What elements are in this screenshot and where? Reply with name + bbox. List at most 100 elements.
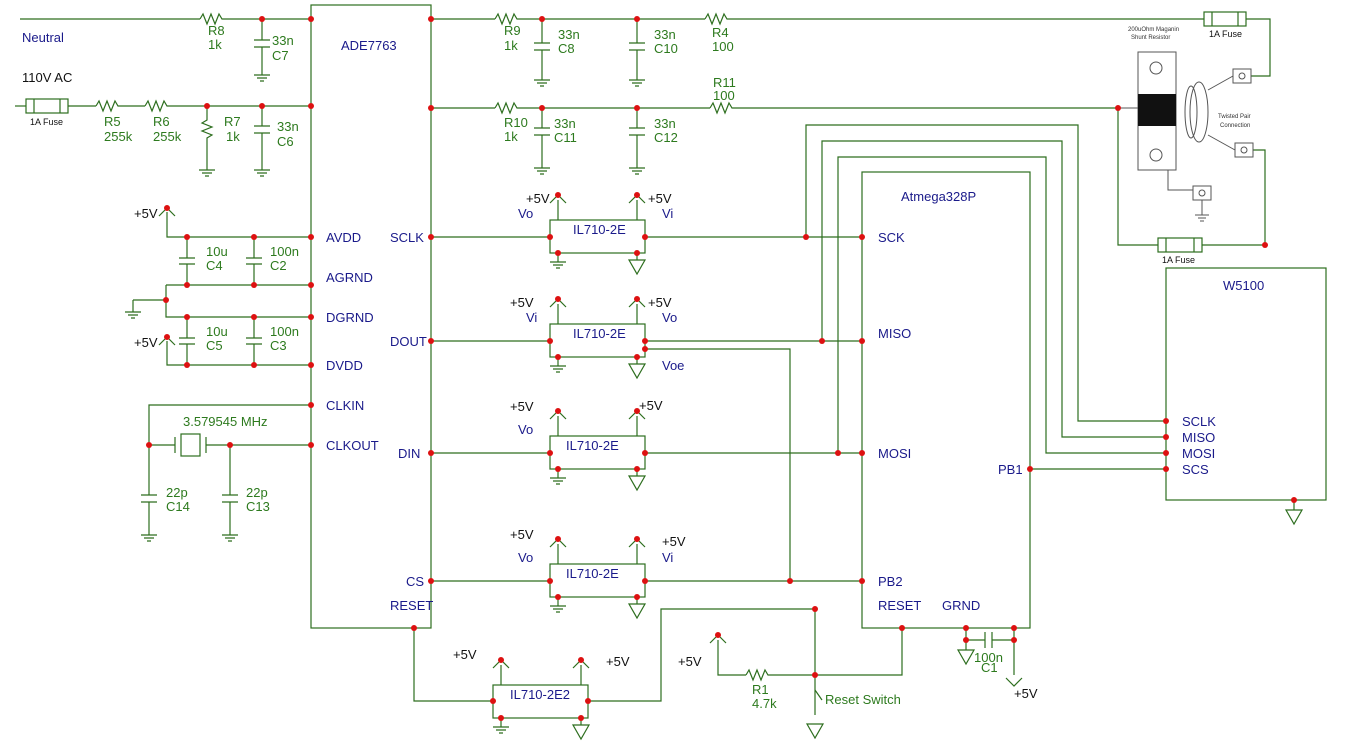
iso4-label: IL710-2E xyxy=(566,566,619,581)
twisted-1: Twisted Pair xyxy=(1218,114,1251,120)
r10-ref: R10 xyxy=(504,115,528,130)
atmega-title: Atmega328P xyxy=(901,189,976,204)
iso3-vo: Vo xyxy=(518,422,533,437)
w5100-scs: SCS xyxy=(1182,462,1209,477)
c1-ref: C1 xyxy=(981,660,998,675)
c1-val: 100n xyxy=(974,650,1003,665)
w5100-body xyxy=(1165,267,1327,501)
r4-ref: R4 xyxy=(712,25,729,40)
c13-ref: C13 xyxy=(246,499,270,514)
iso4-5v-l: +5V xyxy=(510,527,534,542)
r7-ref: R7 xyxy=(224,114,241,129)
iso2-5v-r: +5V xyxy=(648,295,672,310)
c3-val: 100n xyxy=(270,324,299,339)
atmega-mosi: MOSI xyxy=(878,446,911,461)
iso3-5v-r: +5V xyxy=(639,398,663,413)
c11-ref: C11 xyxy=(554,130,577,145)
xtal-label: 3.579545 MHz xyxy=(183,414,268,429)
c8-val: 33n xyxy=(558,27,580,42)
ade-clkout: CLKOUT xyxy=(326,438,379,453)
iso1-label: IL710-2E xyxy=(573,222,626,237)
c4-val: 10u xyxy=(206,244,228,259)
w5100-miso: MISO xyxy=(1182,430,1215,445)
c10-val: 33n xyxy=(654,27,676,42)
r11-val: 100 xyxy=(713,88,735,103)
neutral-label: Neutral xyxy=(22,30,64,45)
r5-val: 255k xyxy=(104,129,133,144)
r4-val: 100 xyxy=(712,39,734,54)
reset-switch-label: Reset Switch xyxy=(825,692,901,707)
ade-clkin: CLKIN xyxy=(326,398,364,413)
iso4-vi: Vi xyxy=(662,550,673,565)
c11-val: 33n xyxy=(554,116,576,131)
c7-ref: C7 xyxy=(272,48,289,63)
ade-dgrnd: DGRND xyxy=(326,310,374,325)
iso4-5v-r: +5V xyxy=(662,534,686,549)
ac-label: 110V AC xyxy=(22,70,72,85)
c12-val: 33n xyxy=(654,116,676,131)
w5100-mosi: MOSI xyxy=(1182,446,1215,461)
iso2-voe: Voe xyxy=(662,358,684,373)
ade-din: DIN xyxy=(398,446,420,461)
c8-ref: C8 xyxy=(558,41,575,56)
r1-val: 4.7k xyxy=(752,696,777,711)
junctions xyxy=(146,16,1297,721)
r1-5v: +5V xyxy=(678,654,702,669)
c14-val: 22p xyxy=(166,485,188,500)
ade-sclk: SCLK xyxy=(390,230,424,245)
r5-ref: R5 xyxy=(104,114,121,129)
iso2-5v-l: +5V xyxy=(510,295,534,310)
r10-val: 1k xyxy=(504,129,518,144)
iso1-5v-l: +5V xyxy=(526,191,550,206)
iso4-vo: Vo xyxy=(518,550,533,565)
atmega-grnd: GRND xyxy=(942,598,980,613)
iso2-vo: Vo xyxy=(662,310,677,325)
iso3-5v-l: +5V xyxy=(510,399,534,414)
fuse-label-bottom: 1A Fuse xyxy=(1162,255,1195,265)
iso5-5v-l: +5V xyxy=(453,647,477,662)
w5100-title: W5100 xyxy=(1223,278,1264,293)
r8-ref: R8 xyxy=(208,23,225,38)
twisted-2: Connection xyxy=(1220,123,1250,129)
c2-val: 100n xyxy=(270,244,299,259)
r7-val: 1k xyxy=(226,129,240,144)
ade-dout: DOUT xyxy=(390,334,427,349)
c14-ref: C14 xyxy=(166,499,190,514)
c5-val: 10u xyxy=(206,324,228,339)
iso1-vo: Vo xyxy=(518,206,533,221)
r11-ref: R11 xyxy=(713,75,736,90)
ade-agrnd: AGRND xyxy=(326,270,373,285)
atmega-miso: MISO xyxy=(878,326,911,341)
c5-ref: C5 xyxy=(206,338,223,353)
iso5-5v-r: +5V xyxy=(606,654,630,669)
c6-ref: C6 xyxy=(277,134,294,149)
ade-reset: RESET xyxy=(390,598,433,613)
iso2-power xyxy=(549,298,647,380)
iso5-label: IL710-2E2 xyxy=(510,687,570,702)
iso1-5v-r: +5V xyxy=(648,191,672,206)
w5100-sclk: SCLK xyxy=(1182,414,1216,429)
c1-5v: +5V xyxy=(1014,686,1038,701)
c10-ref: C10 xyxy=(654,41,678,56)
ade-dvdd: DVDD xyxy=(326,358,363,373)
r1-ref: R1 xyxy=(752,682,769,697)
avdd-5v: +5V xyxy=(134,206,158,221)
atmega-sck: SCK xyxy=(878,230,905,245)
r9-ref: R9 xyxy=(504,23,521,38)
ade-title: ADE7763 xyxy=(341,38,397,53)
shunt-title-2: Shunt Resistor xyxy=(1131,35,1170,41)
r8-val: 1k xyxy=(208,37,222,52)
c2-ref: C2 xyxy=(270,258,287,273)
c3-ref: C3 xyxy=(270,338,287,353)
c7-val: 33n xyxy=(272,33,294,48)
c4-ref: C4 xyxy=(206,258,223,273)
iso2-label: IL710-2E xyxy=(573,326,626,341)
fuse-label-left: 1A Fuse xyxy=(30,117,63,127)
iso2-vi: Vi xyxy=(526,310,537,325)
r6-val: 255k xyxy=(153,129,182,144)
shunt-resistor-picture: 200uOhm Maganin Shunt Resistor Twisted P… xyxy=(1118,27,1254,222)
ade-avdd: AVDD xyxy=(326,230,361,245)
atmega-pb1: PB1 xyxy=(998,462,1023,477)
r9-val: 1k xyxy=(504,38,518,53)
